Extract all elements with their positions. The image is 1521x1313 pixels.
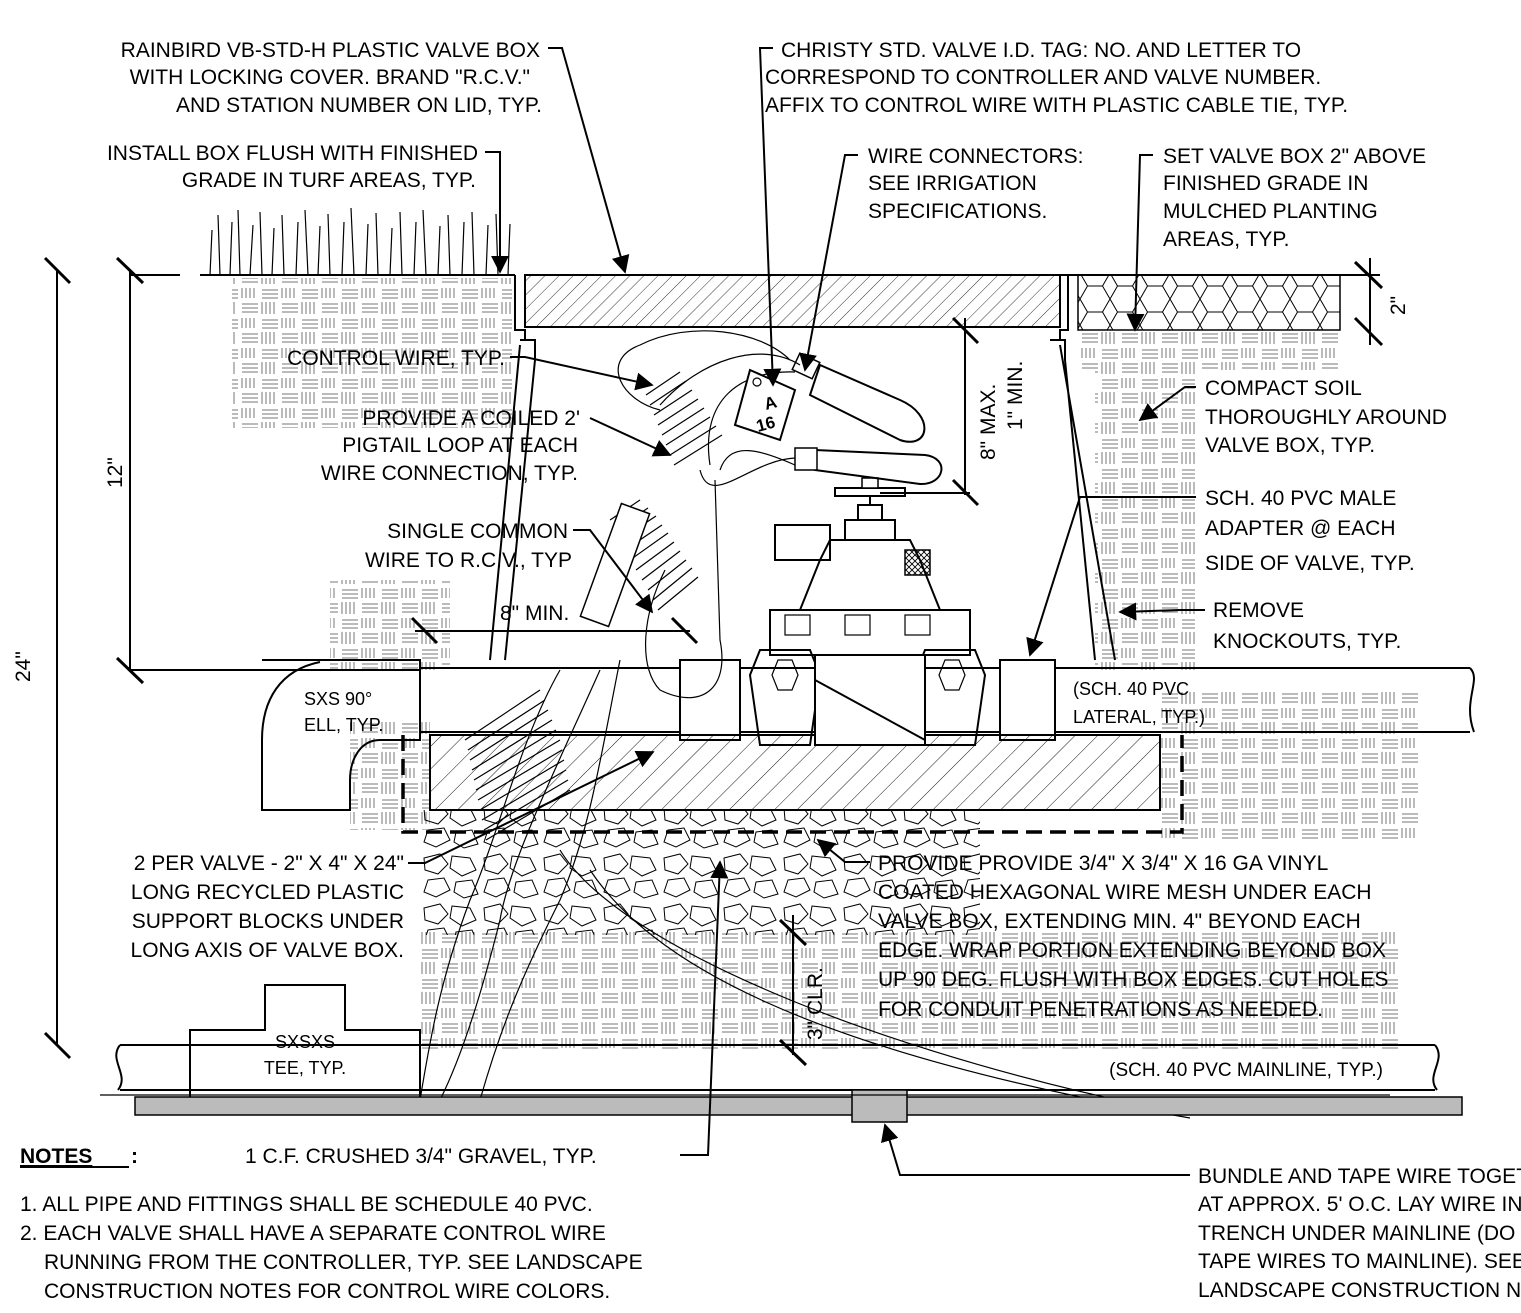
svg-text:3" CLR.: 3" CLR. [804, 967, 827, 1040]
svg-text:TAPE WIRES TO MAINLINE). SEE: TAPE WIRES TO MAINLINE). SEE [1198, 1250, 1521, 1273]
mainline-pipe [100, 984, 1463, 1123]
svg-text:PROVIDE A COILED 2': PROVIDE A COILED 2' [362, 407, 580, 430]
svg-text:CONTROL WIRE, TYP.: CONTROL WIRE, TYP. [287, 347, 505, 370]
svg-text:COMPACT SOIL: COMPACT SOIL [1205, 377, 1362, 400]
svg-text:EDGE. WRAP PORTION EXTENDING B: EDGE. WRAP PORTION EXTENDING BEYOND BOX [878, 939, 1386, 962]
svg-text:(SCH. 40 PVC MAINLINE, TYP.): (SCH. 40 PVC MAINLINE, TYP.) [1109, 1060, 1383, 1081]
svg-text:2 PER VALVE - 2" X 4" X 24": 2 PER VALVE - 2" X 4" X 24" [134, 852, 404, 875]
svg-text:MULCHED PLANTING: MULCHED PLANTING [1163, 200, 1378, 223]
mulch [1077, 274, 1341, 331]
svg-text:AND STATION NUMBER ON LID, TYP: AND STATION NUMBER ON LID, TYP. [176, 94, 542, 117]
pigtail-coil-lower [464, 689, 571, 841]
svg-text:LATERAL, TYP.): LATERAL, TYP.) [1073, 707, 1205, 727]
svg-text:A: A [762, 392, 779, 414]
support-block [429, 734, 1161, 811]
svg-text:REMOVE: REMOVE [1213, 599, 1304, 622]
svg-text:SEE IRRIGATION: SEE IRRIGATION [868, 172, 1037, 195]
control-valve [748, 477, 987, 746]
svg-text:16: 16 [754, 413, 777, 436]
svg-text:AT APPROX. 5' O.C. LAY WIRE IN: AT APPROX. 5' O.C. LAY WIRE IN [1198, 1193, 1521, 1216]
svg-text:SINGLE COMMON: SINGLE COMMON [387, 520, 568, 543]
svg-text:SXSXS: SXSXS [275, 1032, 335, 1052]
svg-text:1" MIN.: 1" MIN. [1004, 361, 1027, 430]
svg-text:8" MIN.: 8" MIN. [500, 602, 569, 625]
svg-text:8" MAX.: 8" MAX. [977, 384, 1000, 460]
svg-text:UP 90 DEG. FLUSH WITH BOX EDGE: UP 90 DEG. FLUSH WITH BOX EDGES. CUT HOL… [878, 968, 1388, 991]
soil-hatch [232, 278, 1420, 1050]
svg-text:COATED HEXAGONAL WIRE MESH UND: COATED HEXAGONAL WIRE MESH UNDER EACH [878, 881, 1372, 904]
common-wire-splice [579, 502, 651, 628]
svg-text:ELL, TYP.: ELL, TYP. [304, 715, 383, 735]
svg-text:SUPPORT BLOCKS UNDER: SUPPORT BLOCKS UNDER [132, 910, 404, 933]
control-wires [419, 330, 1191, 1119]
svg-text:VALVE BOX, TYP.: VALVE BOX, TYP. [1205, 434, 1375, 457]
svg-text:WITH LOCKING COVER. BRAND "R.C: WITH LOCKING COVER. BRAND "R.C.V." [130, 66, 530, 89]
svg-text:RUNNING FROM THE CONTROLLER, T: RUNNING FROM THE CONTROLLER, TYP. SEE LA… [44, 1251, 643, 1274]
svg-text:THOROUGHLY AROUND: THOROUGHLY AROUND [1205, 406, 1447, 429]
leader-lines [408, 47, 1205, 1176]
lateral-pipe [420, 659, 1475, 741]
svg-text:1 C.F. CRUSHED 3/4" GRAVEL, TY: 1 C.F. CRUSHED 3/4" GRAVEL, TYP. [245, 1145, 597, 1168]
valve-box-wall-right [1050, 275, 1116, 661]
svg-text:GRADE IN TURF AREAS, TYP.: GRADE IN TURF AREAS, TYP. [182, 169, 476, 192]
svg-text:VALVE BOX, EXTENDING MIN. 4" B: VALVE BOX, EXTENDING MIN. 4" BEYOND EACH [878, 910, 1361, 933]
svg-text:LONG RECYCLED PLASTIC: LONG RECYCLED PLASTIC [131, 881, 404, 904]
note-1: 1. ALL PIPE AND FITTINGS SHALL BE SCHEDU… [20, 1193, 593, 1216]
svg-text:LONG AXIS OF VALVE BOX.: LONG AXIS OF VALVE BOX. [131, 939, 404, 962]
svg-text:24": 24" [12, 651, 35, 682]
notes-heading: NOTES [20, 1145, 92, 1168]
ell-fitting [261, 659, 421, 811]
svg-text:INSTALL BOX FLUSH WITH FINISHE: INSTALL BOX FLUSH WITH FINISHED [107, 142, 478, 165]
svg-text:TEE, TYP.: TEE, TYP. [264, 1058, 346, 1078]
svg-text:SET VALVE BOX 2" ABOVE: SET VALVE BOX 2" ABOVE [1163, 145, 1426, 168]
callout-labels: RAINBIRD VB-STD-H PLASTIC VALVE BOX WITH… [107, 39, 1521, 1302]
svg-text:WIRE CONNECTORS:: WIRE CONNECTORS: [868, 145, 1083, 168]
svg-text:PROVIDE PROVIDE 3/4" X 3/4" X: PROVIDE PROVIDE 3/4" X 3/4" X 16 GA VINY… [878, 852, 1328, 875]
svg-text:SIDE OF VALVE, TYP.: SIDE OF VALVE, TYP. [1205, 552, 1415, 575]
dimension-lines: 24" 12" 2" 8" MAX. 1" MIN. 8" MIN. 3" CL… [12, 256, 1410, 1067]
svg-text:WIRE CONNECTION, TYP.: WIRE CONNECTION, TYP. [321, 462, 578, 485]
svg-text:SXS 90°: SXS 90° [304, 689, 372, 709]
svg-text:CORRESPOND TO CONTROLLER AND V: CORRESPOND TO CONTROLLER AND VALVE NUMBE… [765, 66, 1321, 89]
svg-text:TRENCH UNDER MAINLINE (DO NOT: TRENCH UNDER MAINLINE (DO NOT [1198, 1222, 1521, 1245]
svg-text:(SCH. 40 PVC: (SCH. 40 PVC [1073, 679, 1189, 699]
wire-connector [791, 352, 943, 486]
svg-text:AREAS, TYP.: AREAS, TYP. [1163, 228, 1289, 251]
svg-text:FINISHED GRADE IN: FINISHED GRADE IN [1163, 172, 1368, 195]
svg-text:WIRE TO R.C.V., TYP: WIRE TO R.C.V., TYP [365, 549, 572, 572]
svg-text:ADAPTER @ EACH: ADAPTER @ EACH [1205, 517, 1396, 540]
valve-box-wall-left [489, 275, 536, 661]
svg-text:12": 12" [104, 457, 127, 488]
note-2: 2. EACH VALVE SHALL HAVE A SEPARATE CONT… [20, 1222, 606, 1245]
svg-text:PIGTAIL LOOP AT EACH: PIGTAIL LOOP AT EACH [342, 434, 578, 457]
label-tag: CHRISTY STD. VALVE I.D. TAG: NO. AND LET… [781, 39, 1301, 62]
svg-text:BUNDLE AND TAPE WIRE TOGETHER: BUNDLE AND TAPE WIRE TOGETHER [1198, 1165, 1521, 1188]
svg-text:2": 2" [1387, 296, 1410, 315]
svg-text:SCH. 40 PVC MALE: SCH. 40 PVC MALE [1205, 487, 1396, 510]
svg-text::: : [131, 1145, 138, 1168]
valve-box-lid [524, 274, 1061, 328]
svg-text:SPECIFICATIONS.: SPECIFICATIONS. [868, 200, 1047, 223]
wire-mesh [401, 735, 1184, 834]
svg-text:CONSTRUCTION NOTES FOR CONTROL: CONSTRUCTION NOTES FOR CONTROL WIRE COLO… [44, 1280, 610, 1303]
valve-id-tag: A 16 [733, 368, 797, 442]
svg-text:AFFIX TO CONTROL WIRE WITH PLA: AFFIX TO CONTROL WIRE WITH PLASTIC CABLE… [765, 94, 1348, 117]
notes-block: NOTES : 1. ALL PIPE AND FITTINGS SHALL B… [20, 1145, 643, 1303]
svg-text:KNOCKOUTS, TYP.: KNOCKOUTS, TYP. [1213, 630, 1401, 653]
label-valve-box: RAINBIRD VB-STD-H PLASTIC VALVE BOX [121, 39, 540, 62]
svg-text:LANDSCAPE CONSTRUCTION NOTES.: LANDSCAPE CONSTRUCTION NOTES. [1198, 1279, 1521, 1302]
turf-grass [209, 207, 511, 276]
svg-text:FOR CONDUIT PENETRATIONS AS NE: FOR CONDUIT PENETRATIONS AS NEEDED. [878, 998, 1323, 1021]
